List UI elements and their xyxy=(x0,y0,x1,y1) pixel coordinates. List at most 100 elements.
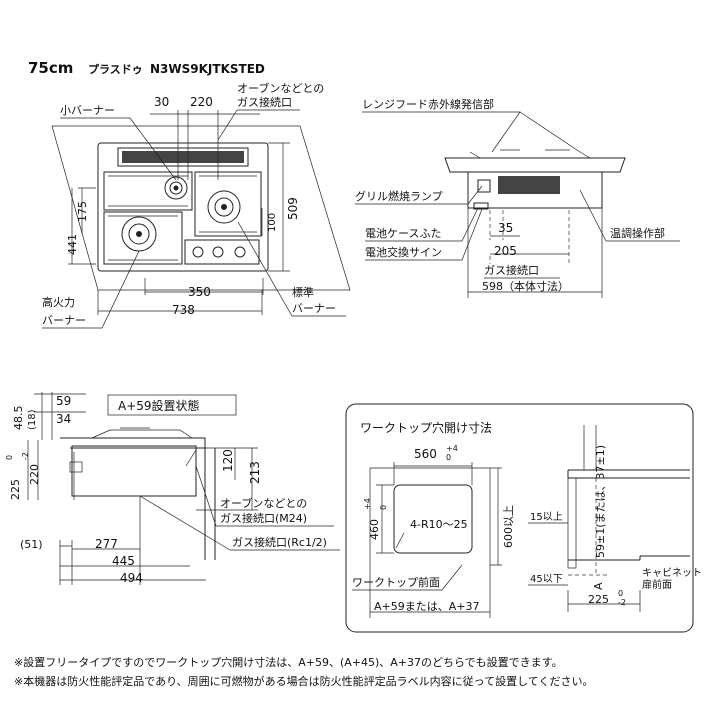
dim-213: 213 xyxy=(248,461,262,484)
dim-59-37: 59±1(または、37±1) xyxy=(594,445,607,558)
label-temp-control: 温調操作部 xyxy=(610,226,665,240)
dim-350: 350 xyxy=(188,285,211,299)
dim-34: 34 xyxy=(56,412,71,426)
dim-460-tol-bottom: 0 xyxy=(379,505,388,510)
dim-277: 277 xyxy=(95,537,118,551)
worktop-cutout xyxy=(393,484,473,554)
side-body xyxy=(71,445,197,497)
label-side-oven-gas-1: オーブンなどとの xyxy=(220,496,307,510)
dim-598: 598（本体寸法） xyxy=(482,279,569,293)
label-high-burner-1: 高火力 xyxy=(42,295,75,309)
header-model: N3WS9KJTKSTED xyxy=(150,62,265,76)
note-1: ※設置フリータイプですのでワークトップ穴開け寸法は、A+59、(A+45)、A+… xyxy=(14,655,563,669)
side-cabinet xyxy=(204,448,216,560)
label-std-burner-2: バーナー xyxy=(292,302,336,315)
dim-600: 600以上 xyxy=(502,505,515,548)
section-door xyxy=(568,555,690,561)
worktop-title: ワークトップ穴開け寸法 xyxy=(360,420,492,435)
side-worktop xyxy=(60,437,206,449)
dim-220: 220 xyxy=(190,95,213,109)
side-view: 59 34 48.5 (18) 225 0 -2 220 A+59設置状態 12… xyxy=(5,392,340,585)
label-cabinet-2: 扉前面 xyxy=(642,578,672,591)
dim-205: 205 xyxy=(494,244,517,258)
grate-front-left xyxy=(103,211,183,265)
label-ir: レンジフード赤外線発信部 xyxy=(362,97,494,111)
dim-175: 175 xyxy=(76,201,89,222)
dim-35: 35 xyxy=(498,221,513,235)
exhaust-grille xyxy=(122,151,244,163)
setting-state: A+59設置状態 xyxy=(118,398,200,413)
label-oven-gas-2: ガス接続口 xyxy=(237,95,292,109)
label-high-burner-2: バーナー xyxy=(42,314,86,327)
cooktop-body xyxy=(97,142,269,272)
side-knob xyxy=(69,461,83,473)
section-cabinet-wall xyxy=(567,477,577,569)
top-view: 30 220 小バーナー オーブンなどとの ガス接続口 175 441 509 … xyxy=(42,81,351,329)
dim-494: 494 xyxy=(120,571,143,585)
worktop-panel: ワークトップ穴開け寸法 560 +4 0 460 +4 0 4-R10～25 6… xyxy=(345,403,702,633)
high-power-burner xyxy=(121,216,157,252)
front-view: レンジフード赤外線発信部 グリル燃焼ランプ 電池ケースふた 電池交換サイン 温調… xyxy=(355,97,680,298)
grate-rear-left xyxy=(103,171,193,211)
dim-460: 460 xyxy=(368,519,381,540)
dim-18: (18) xyxy=(27,409,38,430)
label-side-gas-rc: ガス接続口(Rc1/2) xyxy=(232,535,327,549)
worktop-panel-frame xyxy=(345,403,694,633)
grill-window xyxy=(498,176,560,194)
header-series: プラスドゥ xyxy=(88,62,143,76)
dim-15: 15以上 xyxy=(530,511,563,523)
control-panel xyxy=(184,239,260,265)
dim-441: 441 xyxy=(66,234,79,255)
header-size: 75cm xyxy=(28,59,73,77)
dim-225-wt: 225 xyxy=(588,593,609,606)
label-std-burner-1: 標準 xyxy=(292,285,314,299)
dim-225-wt-tol-bottom: -2 xyxy=(618,598,626,607)
dim-225-tol-bottom: -2 xyxy=(21,452,30,460)
setting-state-box xyxy=(107,394,237,416)
label-a-plus: A+59または、A+37 xyxy=(374,600,479,613)
small-burner xyxy=(164,176,188,200)
battery-cover xyxy=(473,202,489,210)
grill-lamp xyxy=(477,179,491,193)
label-battery-sign: 電池交換サイン xyxy=(365,245,442,259)
dim-225-tol-top: 0 xyxy=(5,455,14,460)
dim-48-5: 48.5 xyxy=(12,406,25,431)
dim-560-tol-bottom: 0 xyxy=(446,453,451,462)
dim-560-tol-top: +4 xyxy=(446,444,458,453)
dim-120: 120 xyxy=(221,449,235,472)
dim-59: 59 xyxy=(56,394,71,408)
dim-738: 738 xyxy=(172,303,195,317)
front-top-trim xyxy=(444,157,626,173)
top-view-outline xyxy=(51,125,351,291)
section-worktop xyxy=(567,469,690,479)
letter-a: A xyxy=(592,582,605,590)
dim-225-wt-tol-top: 0 xyxy=(618,589,623,598)
label-gas-conn: ガス接続口 xyxy=(484,263,539,277)
knob-2 xyxy=(212,246,224,258)
dim-445: 445 xyxy=(112,554,135,568)
knob-1 xyxy=(192,246,204,258)
standard-burner xyxy=(207,190,241,224)
label-cabinet-1: キャビネット xyxy=(642,567,702,579)
dim-51: (51) xyxy=(20,538,43,551)
dim-220-side: 220 xyxy=(28,464,41,485)
label-side-oven-gas-2: ガス接続口(M24) xyxy=(220,511,307,525)
dim-30: 30 xyxy=(154,95,169,109)
worktop-plan-edges xyxy=(369,467,491,565)
label-worktop-front: ワークトップ前面 xyxy=(352,575,440,589)
label-oven-gas-1: オーブンなどとの xyxy=(237,81,324,95)
dim-100: 100 xyxy=(267,213,278,232)
dim-560: 560 xyxy=(414,447,437,461)
note-2: ※本機器は防火性能評定品であり、周囲に可燃物がある場合は防火性能評定品ラベル内容… xyxy=(14,674,593,688)
label-small-burner: 小バーナー xyxy=(60,104,115,117)
dim-460-tol-top: +4 xyxy=(363,498,372,510)
grate-right xyxy=(194,171,262,237)
label-grill-lamp: グリル燃焼ランプ xyxy=(355,189,443,203)
dim-225: 225 xyxy=(9,479,22,500)
dim-509: 509 xyxy=(286,197,300,220)
knob-3 xyxy=(234,246,246,258)
dim-45: 45以下 xyxy=(530,574,563,585)
radius-label: 4-R10～25 xyxy=(410,518,468,531)
exhaust-vent xyxy=(117,147,249,167)
